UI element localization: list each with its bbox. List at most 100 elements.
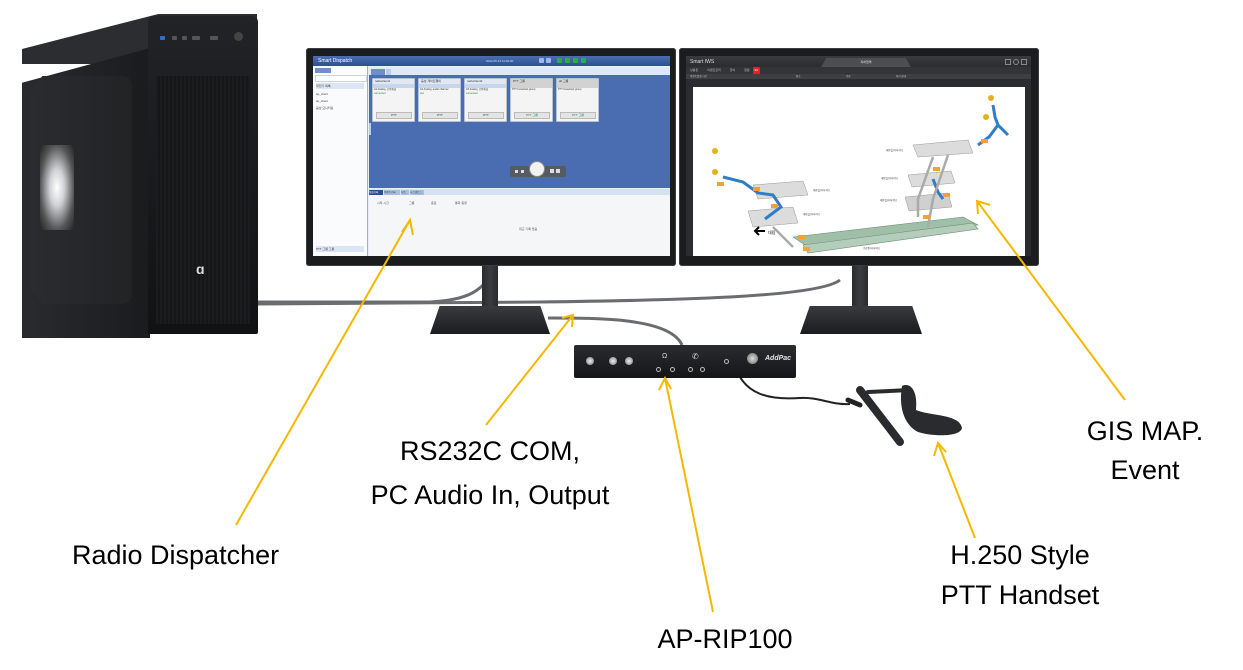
exit-marker-2	[988, 95, 994, 101]
sidebar-item-client-1[interactable]: ap_client	[316, 92, 329, 96]
toolbar-item-dashboard[interactable]: 상황판	[690, 68, 699, 72]
ptt-button[interactable]: PTT	[422, 112, 458, 119]
log-tabbar: 통화기록 이벤트기록 녹음 시스템로그	[369, 189, 670, 195]
volume-icon[interactable]	[521, 170, 524, 173]
sidebar-search-input[interactable]	[315, 75, 367, 82]
log-col-start-time: 시작 시간	[377, 201, 389, 205]
gis-titlebar: Smart IWS 지하철역	[686, 56, 1031, 67]
audio-jack-icon	[656, 367, 661, 372]
handset-coil-cord	[845, 397, 863, 408]
col-location: 장소	[796, 75, 801, 78]
col-event-time: 이벤트발생 시간	[690, 75, 707, 78]
ptt-button[interactable]: PTT	[468, 112, 504, 119]
toolbar-item-alarm[interactable]: 알람	[744, 68, 750, 72]
window-icon[interactable]	[1005, 59, 1011, 65]
radio-card-status: connected	[466, 92, 478, 95]
audio-jack-icon	[670, 367, 675, 372]
map-escalator-left	[772, 226, 794, 248]
gis-center-tab[interactable]: 지하철역	[821, 58, 911, 67]
exit-marker-1	[712, 148, 718, 154]
sidebar-footer-group[interactable]: PTT 그룹 그룹	[316, 246, 364, 252]
record-icon[interactable]	[550, 169, 554, 173]
log-tab-event[interactable]: 이벤트기록	[384, 190, 400, 195]
dispatch-tab-active[interactable]	[371, 69, 385, 75]
map-tag	[798, 235, 805, 239]
callout-arrowhead-handset	[933, 441, 947, 457]
volume-knob-icon	[586, 357, 594, 365]
status-green-icon[interactable]	[557, 58, 562, 63]
callout-arrowhead-device	[658, 375, 672, 391]
radio-card-channel: A1 Analog, 공용채널	[374, 88, 396, 91]
settings-icon[interactable]	[546, 58, 551, 63]
user-icon[interactable]	[539, 58, 544, 63]
callout-line-handset	[937, 442, 976, 539]
sidebar-item-radio-list[interactable]: 무전기 목록	[316, 83, 364, 89]
group-card-desc: PTT broadcast group	[558, 88, 582, 91]
log-col-type: 통화 종류	[455, 201, 467, 205]
radio-card: radioclient2 A3 Analog, 공용채널 connected P…	[464, 78, 507, 122]
log-tab-record[interactable]: 녹음	[401, 190, 409, 195]
group-card-desc: PTT broadcast group	[512, 88, 536, 91]
ap-rip100-device: Ω ✆ AddPac	[574, 345, 796, 378]
map-platform	[792, 216, 979, 248]
alarm-green-icon[interactable]	[581, 58, 586, 63]
group-ptt-button[interactable]: PTT 그룹	[560, 112, 596, 119]
handset-body	[900, 385, 962, 436]
floor-label: 대합실(지하1층)	[813, 188, 830, 192]
handset-port-icon: ✆	[692, 352, 699, 361]
close-icon[interactable]	[1021, 59, 1027, 65]
log-tab-call[interactable]: 통화기록	[369, 190, 383, 195]
gis-event-header: 이벤트발생 시간 장소 종류 처리 상태	[686, 74, 1031, 79]
callout-line-gis	[976, 200, 1126, 401]
cable-pc-to-device	[547, 316, 684, 346]
callout-arrowhead-gis	[975, 199, 991, 215]
gis-screen: Smart IWS 지하철역 상황판 이벤트관리 장비 알람 99 이벤트발생 …	[686, 56, 1031, 256]
ptt-button[interactable]: PTT	[376, 112, 412, 119]
usb-port-icon	[160, 36, 165, 40]
settings-icon[interactable]	[1013, 59, 1019, 65]
speaker-icon[interactable]	[515, 170, 518, 173]
label-interface-line2: PC Audio In, Output	[370, 480, 610, 510]
handset-bar	[856, 386, 904, 446]
sidebar-item-client-2[interactable]: ap_client	[316, 99, 329, 103]
monitor-left-neck	[482, 265, 498, 310]
dispatch-sidebar: 무전기 목록 ap_client ap_client 음성 모니터링 PTT 그…	[313, 66, 368, 256]
radio-card-channel: A3 Analog, 공용채널	[466, 88, 488, 91]
audio-port-icon	[172, 36, 177, 40]
record-green-icon[interactable]	[573, 58, 578, 63]
audio-port-icon	[182, 36, 187, 40]
audio-jack-icon	[700, 367, 705, 372]
sidebar-tab[interactable]	[315, 68, 331, 73]
log-tab-system[interactable]: 시스템로그	[410, 190, 424, 195]
station-map: 대림 대합실(지하1층) 대합실(지하2층) 대합실(지하1층) 대합실(지하2…	[712, 95, 1010, 254]
dispatch-tab-add[interactable]	[386, 69, 391, 75]
radio-card-select	[465, 84, 506, 88]
floor-label: 대합실(지하2층)	[881, 176, 898, 180]
pc-fan-icon	[40, 145, 74, 230]
monitor-left-base	[430, 306, 550, 334]
map-concourse-right-mid	[907, 170, 956, 188]
group-ptt-button[interactable]: PTT 그룹	[514, 112, 550, 119]
floor-label: 승강장(지하4층)	[863, 246, 880, 250]
volume-knob-icon	[609, 357, 617, 365]
radio-card-channel: A2 Analog, audio channel	[420, 88, 449, 91]
ptt-jack-icon	[724, 359, 729, 364]
map-tag	[981, 139, 988, 143]
stop-icon[interactable]	[556, 169, 560, 173]
direction-arrow-icon	[753, 226, 765, 236]
label-handset-line2: PTT Handset	[940, 580, 1100, 610]
col-type: 종류	[846, 75, 851, 78]
map-path-left	[722, 175, 784, 221]
radio-card-status: connected	[374, 92, 386, 95]
sidebar-item-voice-monitor[interactable]: 음성 모니터링	[316, 106, 334, 110]
call-green-icon[interactable]	[565, 58, 570, 63]
toolbar-item-devices[interactable]: 장비	[729, 68, 736, 72]
map-path-right-mid	[931, 178, 945, 200]
panel-collapse-handle[interactable]	[369, 123, 371, 135]
audio-jack-icon	[688, 367, 693, 372]
label-gis-line2: Event	[1110, 455, 1180, 485]
toolbar-item-events[interactable]: 이벤트관리	[707, 68, 721, 72]
gis-map-view[interactable]: 대림 대합실(지하1층) 대합실(지하2층) 대합실(지하1층) 대합실(지하2…	[693, 87, 1025, 256]
radio-card-select	[419, 84, 460, 88]
microphone-button[interactable]	[529, 161, 545, 177]
